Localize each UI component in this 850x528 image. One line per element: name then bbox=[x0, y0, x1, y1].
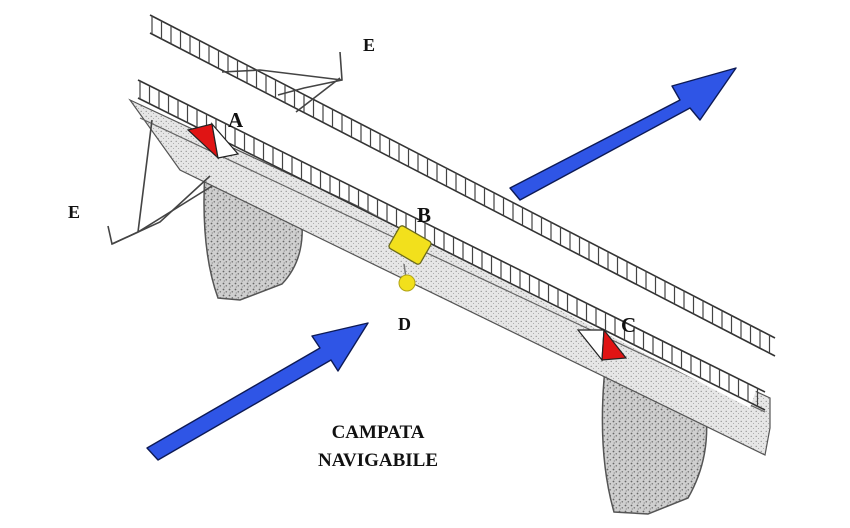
marker-c-red bbox=[601, 328, 628, 361]
marker-d bbox=[398, 274, 416, 292]
arrow-upstream bbox=[146, 322, 369, 461]
label-d: D bbox=[398, 314, 411, 334]
road-surface bbox=[138, 15, 775, 408]
back-railing bbox=[149, 14, 776, 357]
label-e-top: E bbox=[363, 35, 375, 55]
deck-edge-line bbox=[139, 117, 766, 413]
support-strut-top bbox=[221, 51, 343, 113]
support-strut-left bbox=[107, 119, 213, 246]
label-a: A bbox=[228, 108, 244, 132]
marker-a-white bbox=[211, 121, 240, 159]
label-b: B bbox=[417, 203, 431, 227]
label-e-left: E bbox=[68, 202, 80, 222]
front-railing bbox=[137, 79, 766, 411]
caption-line2: NAVIGABILE bbox=[318, 450, 438, 471]
caption-line1: CAMPATA bbox=[332, 422, 425, 443]
label-c: C bbox=[621, 313, 636, 337]
arrow-downstream bbox=[509, 67, 737, 201]
